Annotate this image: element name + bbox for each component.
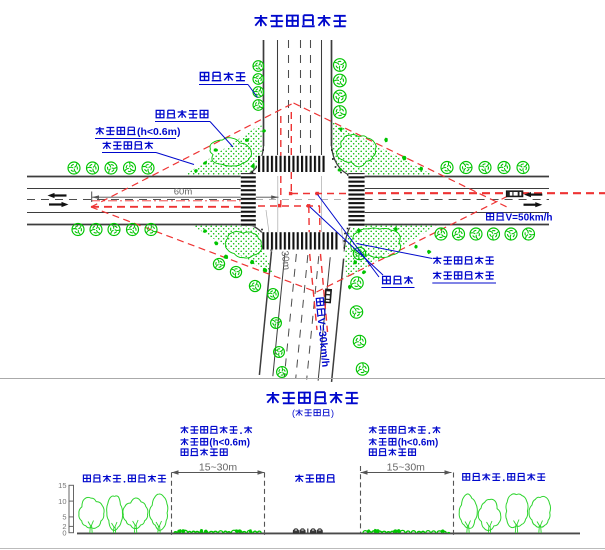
- svg-text:(h<0.6m): (h<0.6m): [137, 126, 180, 138]
- svg-text:0: 0: [62, 529, 66, 538]
- svg-text:15~30m: 15~30m: [387, 461, 425, 473]
- svg-text:10: 10: [58, 497, 66, 506]
- svg-text:(h<0.6m): (h<0.6m): [209, 438, 250, 449]
- svg-text:15~30m: 15~30m: [199, 461, 237, 473]
- svg-text:(: (: [292, 408, 295, 418]
- svg-text:60m: 60m: [174, 187, 193, 198]
- svg-text:30m: 30m: [279, 250, 292, 270]
- svg-text:(h<0.6m): (h<0.6m): [398, 438, 439, 449]
- svg-text:5: 5: [62, 513, 66, 522]
- svg-text:V=30km/h: V=30km/h: [315, 317, 332, 367]
- svg-text:2: 2: [62, 522, 66, 531]
- svg-text:): ): [331, 408, 334, 418]
- svg-text:V=50km/h: V=50km/h: [506, 213, 553, 224]
- svg-text:15: 15: [58, 481, 66, 490]
